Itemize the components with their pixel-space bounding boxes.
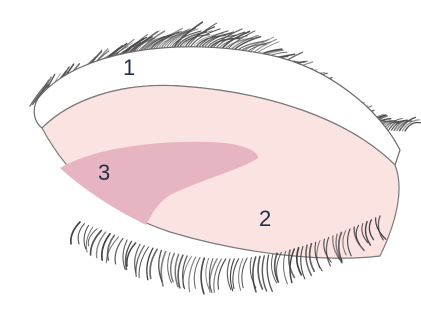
- lash-stroke: [171, 254, 175, 282]
- lash-stroke: [262, 256, 266, 291]
- lash-stroke: [161, 252, 165, 286]
- lash-stroke: [178, 255, 183, 288]
- lash-stroke: [78, 224, 84, 244]
- lash-stroke: [201, 258, 204, 294]
- brow-hair-stroke: [405, 123, 420, 131]
- zone-label-2: 2: [259, 208, 271, 230]
- lash-stroke: [115, 239, 123, 264]
- zone-label-1: 1: [123, 57, 135, 79]
- lash-stroke: [206, 258, 209, 289]
- lash-stroke: [194, 258, 200, 289]
- lash-stroke: [150, 249, 157, 278]
- lash-stroke: [284, 251, 288, 283]
- zone-label-3: 3: [98, 162, 110, 184]
- lash-stroke: [277, 252, 282, 281]
- lash-stroke: [242, 258, 247, 288]
- lash-stroke: [233, 259, 239, 289]
